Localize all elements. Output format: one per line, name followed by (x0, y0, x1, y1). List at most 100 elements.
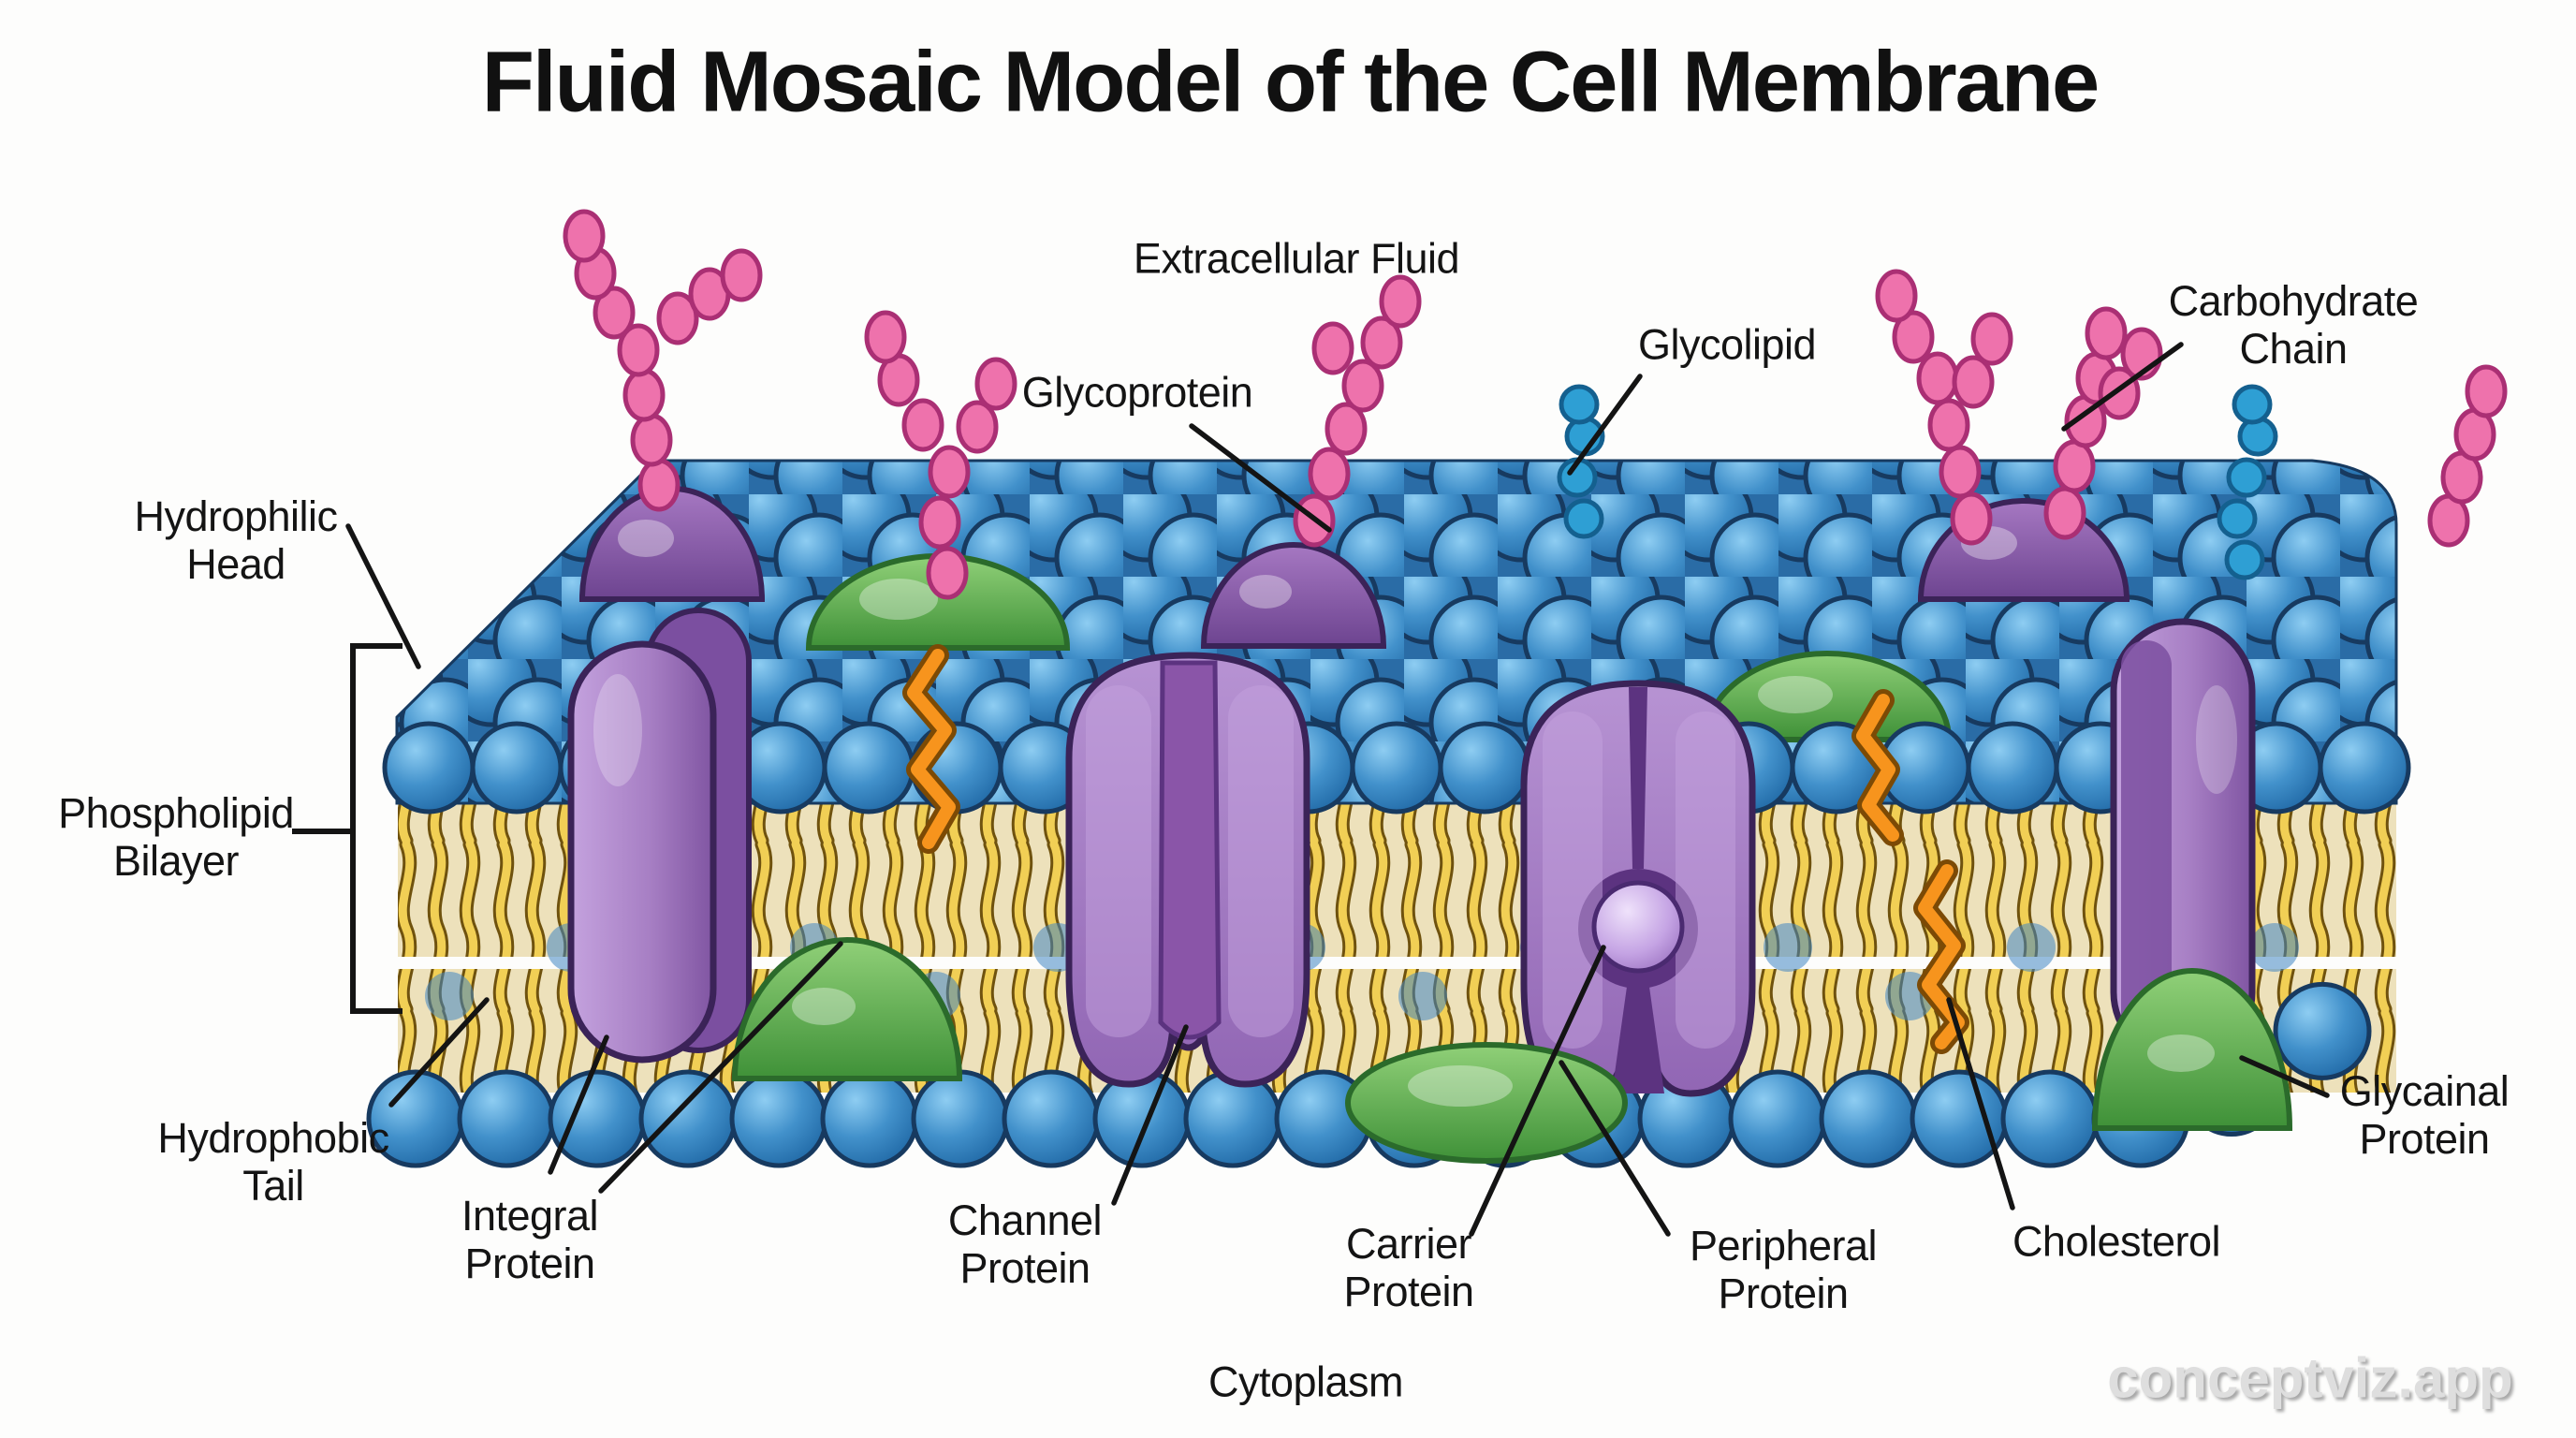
phospholipid-head (548, 1069, 647, 1168)
carbohydrate-bead (2085, 306, 2128, 360)
carbohydrate-bead (1308, 447, 1351, 501)
label-pointer-lines (345, 342, 2330, 1237)
label-cholesterol: Cholesterol (2012, 1217, 2221, 1266)
carbohydrate-chain-middle (864, 310, 1017, 600)
carbohydrate-bead (864, 310, 907, 364)
carbohydrate-bead (2465, 364, 2508, 418)
hydrophobic-tail-line (388, 997, 490, 1108)
carbohydrate-bead (918, 495, 961, 550)
carbohydrate-chain-on-left-glycoprotein (563, 209, 763, 512)
glycolipid-bead (1563, 498, 1604, 539)
green-protein-under-integral (731, 937, 963, 1081)
phospholipid-bilayer-bracket (292, 643, 402, 1014)
integral-protein-line-1 (548, 1034, 609, 1175)
phospholipid-head (2318, 721, 2411, 814)
carbohydrate-bead (1927, 398, 1970, 452)
phospholipid-head (911, 1069, 1010, 1168)
carbohydrate-chain-line (2061, 342, 2184, 432)
green-surface-protein-right (1702, 651, 1953, 742)
glycainal-protein-line (2239, 1055, 2330, 1098)
phospholipid-head (822, 721, 915, 814)
back-row-head (1398, 972, 1447, 1020)
glycolipid-bead (2232, 384, 2273, 425)
label-glycoprotein: Glycoprotein (1021, 368, 1253, 417)
phospholipid-head (457, 1069, 556, 1168)
label-carbohydrate-chain: Carbohydrate Chain (2168, 277, 2419, 373)
label-integral-protein: Integral Protein (461, 1192, 599, 1287)
carbohydrate-chain-far-right (2427, 364, 2508, 548)
phospholipid-head (1910, 1069, 2009, 1168)
phospholipid-head (1966, 721, 2059, 814)
integral-protein-shape (567, 608, 752, 1064)
watermark: conceptviz.app (2107, 1346, 2513, 1410)
cholesterol-line (1946, 997, 2015, 1211)
carbohydrate-chains (563, 209, 2508, 600)
carbohydrate-bead (1950, 492, 1993, 546)
label-glycainal-protein: Glycainal Protein (2339, 1067, 2510, 1163)
carbohydrate-bead (1325, 402, 1368, 456)
phospholipid-head (1002, 1069, 1101, 1168)
label-phospholipid-bilayer: Phospholipid Bilayer (58, 789, 294, 885)
carrier-protein-line (1469, 945, 1606, 1237)
carbohydrate-bead (593, 286, 636, 340)
glycolipid-bead (2226, 457, 2267, 498)
membrane-proteins (567, 608, 2256, 1097)
glycolipid-chain-left (1557, 384, 1605, 539)
channel-protein-shape (1065, 652, 1310, 1088)
phospholipid-head (1183, 1069, 1282, 1168)
dome-sheen (1758, 676, 1833, 713)
back-row-head (2250, 923, 2299, 972)
glycolipid-bead (1559, 384, 1600, 425)
carbohydrate-bead (622, 368, 666, 422)
phospholipid-head (1350, 721, 1443, 814)
carbohydrate-bead (1360, 315, 1403, 370)
carbohydrate-bead (1939, 445, 1982, 499)
glycolipid-bead (2237, 416, 2278, 457)
carbohydrate-bead (637, 458, 681, 512)
label-carrier-protein: Carrier Protein (1343, 1220, 1474, 1315)
glycainal-protein-shape (2091, 968, 2293, 1131)
glycolipid-line (1567, 374, 1643, 476)
carbohydrate-bead (656, 291, 699, 345)
carbohydrate-bead (1952, 355, 1995, 409)
phospholipid-head (820, 1069, 919, 1168)
carbohydrate-bead (2053, 439, 2096, 493)
carbohydrate-bead (720, 248, 763, 302)
carbohydrate-bead (2043, 486, 2086, 540)
glycoprotein-line (1189, 423, 1332, 533)
carbohydrate-bead (563, 209, 606, 263)
dome-sheen (618, 520, 674, 557)
back-row-head (425, 972, 474, 1020)
diagram-title: Fluid Mosaic Model of the Cell Membrane (481, 34, 2100, 130)
glycoprotein-dome-middle (1200, 542, 1387, 649)
back-row-head (2007, 923, 2056, 972)
phospholipid-head (1728, 1069, 1827, 1168)
cholesterol-zigzag (1852, 689, 1904, 846)
carbohydrate-bead (1379, 274, 1422, 329)
phospholipid-head (1819, 1069, 1918, 1168)
phospholipid-head (1438, 721, 1531, 814)
label-channel-protein: Channel Protein (947, 1196, 1103, 1292)
glycolipid-bead (2224, 539, 2265, 580)
phospholipid-head (382, 721, 476, 814)
phospholipid-head (729, 1069, 828, 1168)
dome-sheen (859, 579, 938, 620)
phospholipid-head (638, 1069, 738, 1168)
channel-protein-line (1111, 1024, 1189, 1206)
phospholipid-head (2273, 981, 2372, 1080)
carbohydrate-bead (1311, 321, 1354, 375)
hydrophilic-head-line (345, 523, 421, 669)
carrier-protein-binding-sphere (1591, 880, 1685, 974)
carbohydrate-bead (974, 357, 1017, 411)
carbohydrate-bead (630, 413, 673, 467)
carbohydrate-bead (1341, 359, 1384, 413)
carbohydrate-bead (928, 445, 971, 499)
carbohydrate-bead (617, 323, 660, 377)
integral-protein-line-2 (598, 941, 843, 1194)
cytoplasmic-green-proteins (731, 937, 2293, 1164)
carbohydrate-bead (956, 400, 999, 454)
carbohydrate-bead (1916, 351, 1959, 405)
label-hydrophobic-tail: Hydrophobic Tail (157, 1114, 389, 1210)
